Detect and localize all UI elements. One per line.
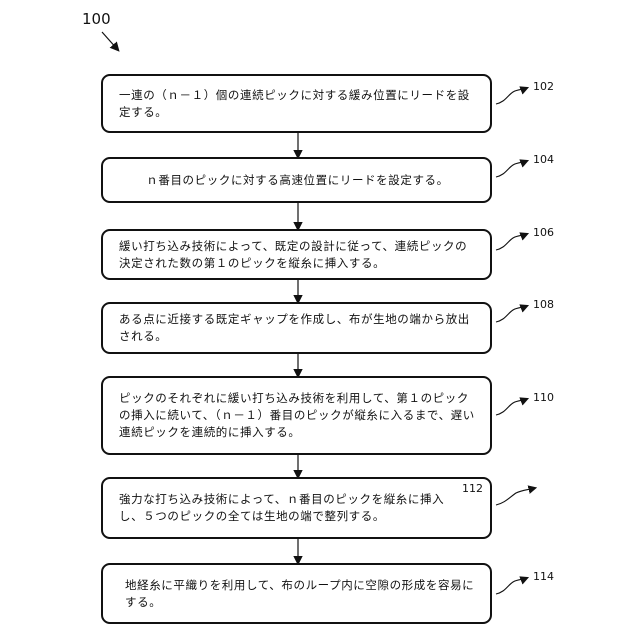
ref-102: 102 — [533, 80, 554, 93]
step-text-106: 緩い打ち込み技術によって、既定の設計に従って、連続ピックの決定された数の第１のピ… — [119, 238, 476, 272]
step-text-114: 地経糸に平織りを利用して、布のループ内に空隙の形成を容易にする。 — [119, 577, 476, 611]
step-text-110: ピックのそれぞれに緩い打ち込み技術を利用して、第１のピックの挿入に続いて、（ｎ－… — [119, 390, 476, 441]
leader-106 — [496, 234, 527, 250]
ref-114: 114 — [533, 570, 554, 583]
step-box-112: 強力な打ち込み技術によって、ｎ番目のピックを縦糸に挿入し、５つのピックの全ては生… — [101, 477, 492, 539]
ref-106: 106 — [533, 226, 554, 239]
step-text-102: 一連の（ｎ－１）個の連続ピックに対する緩み位置にリードを設定する。 — [119, 87, 476, 121]
step-box-102: 一連の（ｎ－１）個の連続ピックに対する緩み位置にリードを設定する。 — [101, 74, 492, 133]
figure-number: 100 — [82, 10, 111, 28]
leader-102 — [496, 88, 527, 104]
leader-110 — [496, 399, 527, 415]
ref-108: 108 — [533, 298, 554, 311]
step-box-108: ある点に近接する既定ギャップを作成し、布が生地の端から放出される。 — [101, 302, 492, 354]
ref-112: 112 — [462, 482, 483, 495]
leader-108 — [496, 306, 527, 322]
leader-104 — [496, 161, 527, 177]
leader-112 — [496, 488, 535, 505]
ref-104: 104 — [533, 153, 554, 166]
step-text-112: 強力な打ち込み技術によって、ｎ番目のピックを縦糸に挿入し、５つのピックの全ては生… — [119, 491, 476, 525]
step-box-114: 地経糸に平織りを利用して、布のループ内に空隙の形成を容易にする。 — [101, 563, 492, 624]
step-box-110: ピックのそれぞれに緩い打ち込み技術を利用して、第１のピックの挿入に続いて、（ｎ－… — [101, 376, 492, 455]
step-text-108: ある点に近接する既定ギャップを作成し、布が生地の端から放出される。 — [119, 311, 476, 345]
step-text-104: ｎ番目のピックに対する高速位置にリードを設定する。 — [146, 172, 449, 189]
step-box-104: ｎ番目のピックに対する高速位置にリードを設定する。 — [101, 157, 492, 203]
ref-110: 110 — [533, 391, 554, 404]
step-box-106: 緩い打ち込み技術によって、既定の設計に従って、連続ピックの決定された数の第１のピ… — [101, 229, 492, 280]
leader-114 — [496, 578, 527, 594]
figure-pointer-arrow — [102, 32, 118, 50]
